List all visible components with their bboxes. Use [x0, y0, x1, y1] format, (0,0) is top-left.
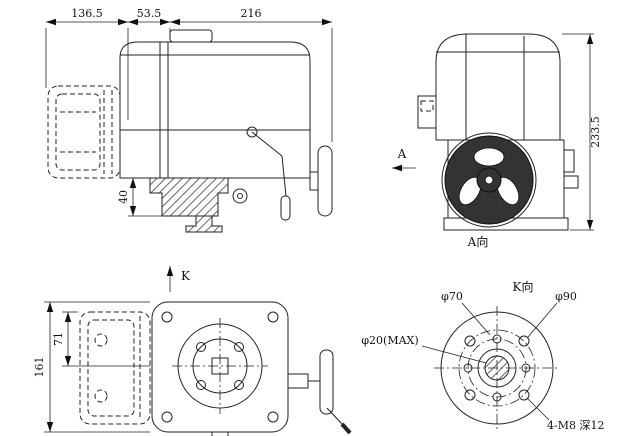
flange-view: K向 φ70 φ90 φ20(MAX) 4-M8 深12: [361, 279, 604, 432]
bolt-circle-inner-label: φ70: [441, 290, 463, 303]
motor-hidden-topview: [79, 311, 151, 425]
top-view-dimensions: [44, 301, 150, 433]
view-arrow-a-label: A: [397, 147, 407, 161]
flange-leader-lines: [421, 302, 558, 421]
dim-motor-length: 136.5: [71, 7, 103, 20]
dim-motor-offset: 71: [52, 332, 65, 346]
top-view: K: [33, 266, 352, 436]
dim-total-height-top: 161: [33, 357, 46, 378]
tapped-holes-label: 4-M8 深12: [547, 419, 604, 432]
front-view-dimensions: [562, 33, 594, 231]
mounting-bracket-section: [149, 177, 229, 233]
dim-mid-length: 53.5: [137, 7, 162, 20]
dim-bracket-height: 40: [117, 190, 130, 204]
handwheel-side-profile: [309, 145, 333, 217]
side-view-dimensions: [45, 18, 333, 217]
front-view-caption: A向: [467, 234, 489, 249]
flange-bolt-holes: [463, 334, 531, 402]
flange-view-caption: K向: [513, 279, 534, 294]
center-hole-label: φ20(MAX): [361, 334, 418, 347]
view-arrow-k-label: K: [181, 269, 191, 283]
side-view: 136.5 53.5 216 40: [45, 7, 333, 233]
dim-total-height: 233.5: [589, 116, 602, 148]
dim-body-length: 216: [241, 7, 262, 20]
front-view: 233.5 A A向: [392, 33, 602, 249]
crank-handle: [232, 126, 291, 221]
body-topview-outline: [151, 301, 289, 436]
actuator-body-outline: [119, 29, 311, 179]
bolt-circle-outer-label: φ90: [555, 290, 577, 303]
handwheel-front: [441, 132, 537, 228]
handwheel-topview: [287, 349, 352, 435]
motor-housing-hidden-outline: [47, 85, 121, 179]
flange-circles: [440, 311, 554, 425]
